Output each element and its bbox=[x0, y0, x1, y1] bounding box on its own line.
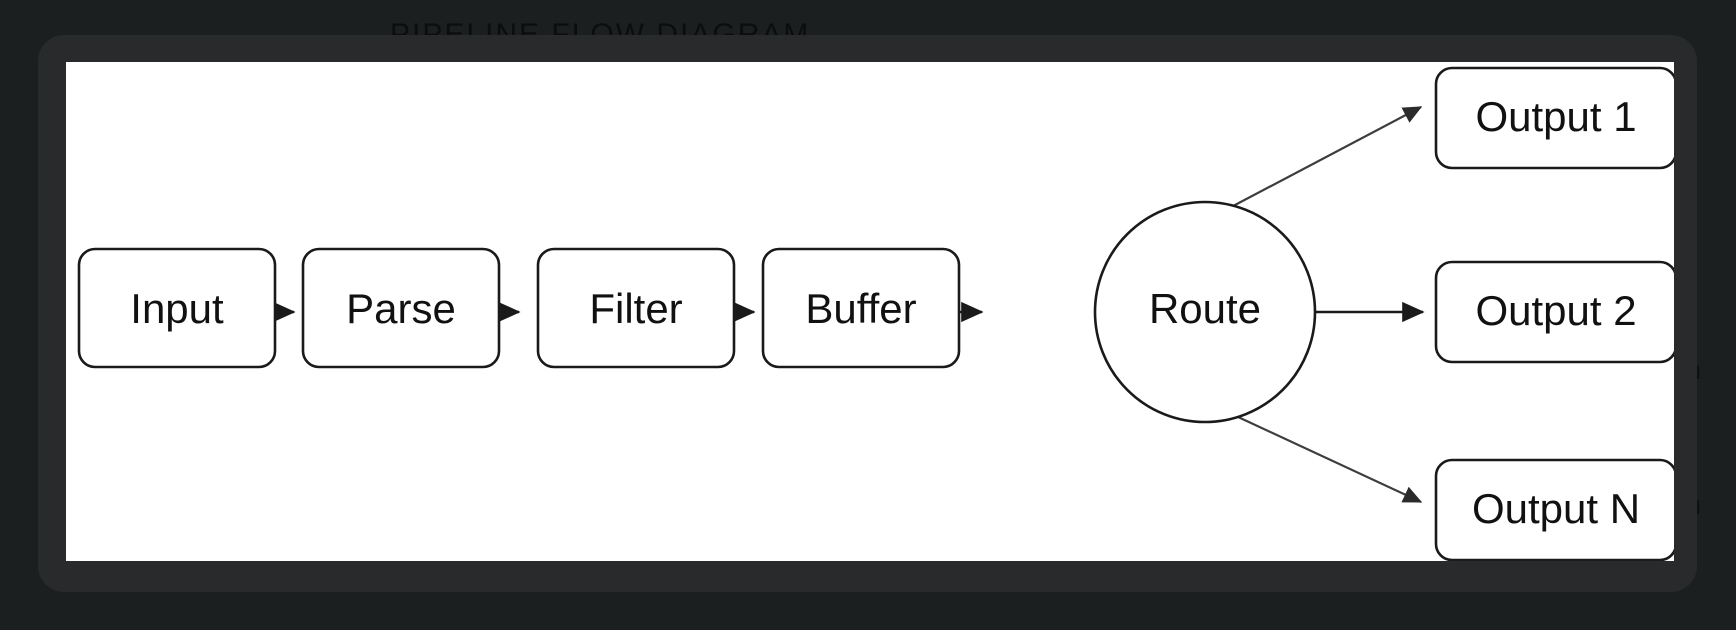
node-outputN-shape[interactable] bbox=[1434, 458, 1674, 561]
node-route[interactable]: Route bbox=[1093, 200, 1317, 424]
node-buffer[interactable]: Buffer bbox=[761, 247, 961, 369]
node-output1-shape[interactable] bbox=[1434, 66, 1674, 170]
node-outputN-label: Output N bbox=[1472, 485, 1640, 532]
node-input[interactable]: Input bbox=[77, 247, 277, 369]
node-filter[interactable]: Filter bbox=[536, 247, 736, 369]
node-output2-label: Output 2 bbox=[1475, 287, 1636, 334]
node-route-shape[interactable] bbox=[1093, 200, 1317, 424]
node-input-label: Input bbox=[130, 285, 224, 332]
diagram-canvas: Input Parse Filter Buffer Route Output 1 bbox=[66, 62, 1674, 561]
node-parse[interactable]: Parse bbox=[301, 247, 501, 369]
node-filter-label: Filter bbox=[589, 285, 682, 332]
node-route-label: Route bbox=[1149, 285, 1261, 332]
node-output2[interactable]: Output 2 bbox=[1434, 260, 1674, 364]
node-output2-shape[interactable] bbox=[1434, 260, 1674, 364]
node-buffer-shape[interactable] bbox=[761, 247, 961, 369]
node-output1-label: Output 1 bbox=[1475, 93, 1636, 140]
node-input-shape[interactable] bbox=[77, 247, 277, 369]
node-outputN[interactable]: Output N bbox=[1434, 458, 1674, 561]
node-buffer-label: Buffer bbox=[805, 285, 916, 332]
node-parse-label: Parse bbox=[346, 285, 456, 332]
node-parse-shape[interactable] bbox=[301, 247, 501, 369]
node-filter-shape[interactable] bbox=[536, 247, 736, 369]
node-output1[interactable]: Output 1 bbox=[1434, 66, 1674, 170]
